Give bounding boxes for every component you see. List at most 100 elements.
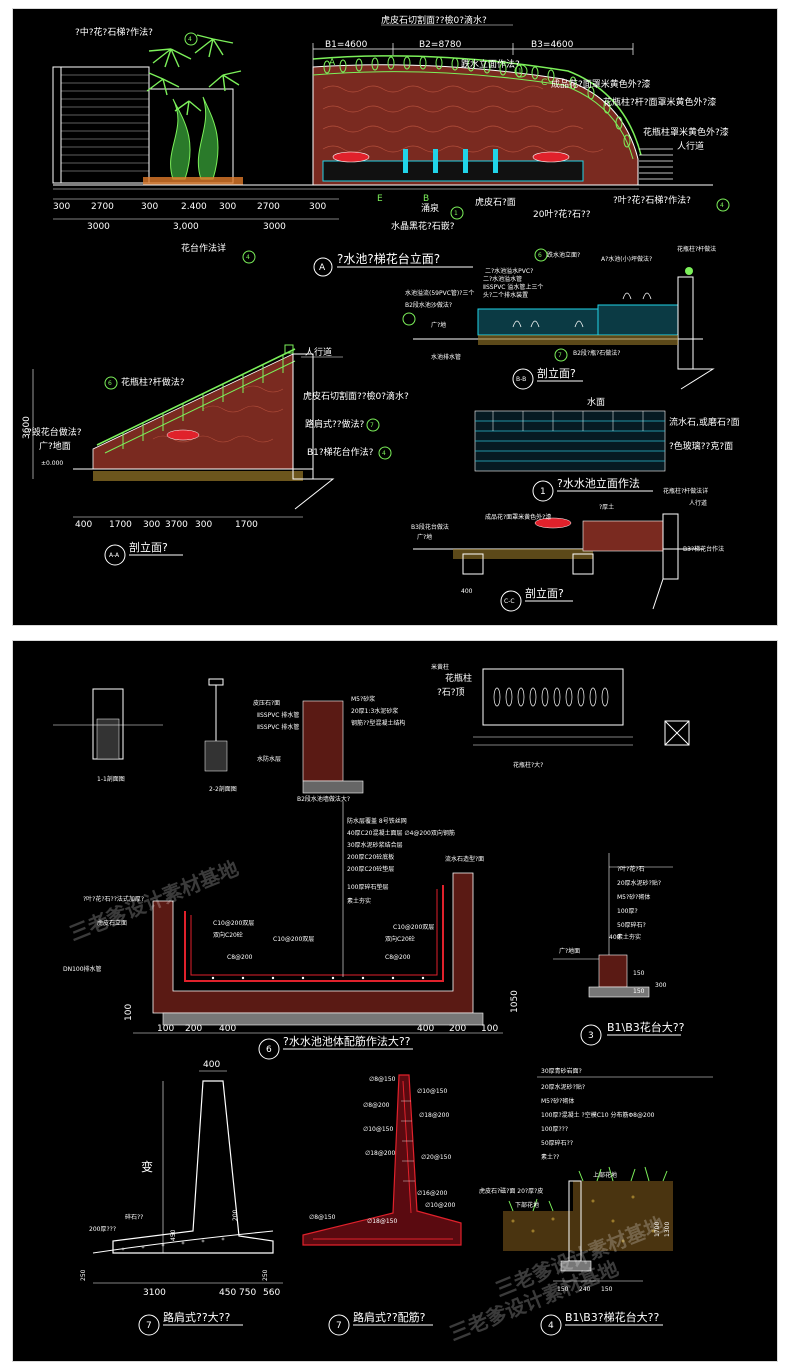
aa-curb-circle: 7 [370, 422, 374, 429]
pool-r1a: C10@200双层 [213, 920, 254, 927]
dim-b-4: 2.400 [181, 202, 207, 212]
bb-n5: 二?水池溢水PVC? [485, 267, 533, 275]
pool-title: ?水水池立面作法 [557, 476, 640, 490]
bb-c1: 6 [538, 252, 542, 259]
rebar-2: ∅10@150 [417, 1088, 447, 1095]
pool-r5a: C10@200双层 [393, 924, 434, 931]
bb-n8: 头?二个排水装置 [483, 291, 528, 299]
elevation-title: ?水池?梯花台立面? [337, 251, 440, 266]
pool-spec-4: 200厚C20砼底板 [347, 853, 394, 861]
dim-b-2: 2700 [91, 202, 114, 212]
note-stone-face: 虎皮石?面 [475, 196, 516, 208]
pool-r5b: 双向C20砼 [385, 935, 415, 943]
b3-layer-5: 100厚??? [541, 1126, 568, 1133]
dim-b-6: 2700 [257, 202, 280, 212]
pool-stream: 流水石造型?面 [445, 855, 484, 863]
circle-title-a: A [319, 263, 326, 273]
bb-title: 剖立面? [537, 366, 576, 380]
curb-label: 变 [141, 1159, 153, 1174]
pool-spec-3: 30厚水泥砂浆结合层 [347, 841, 403, 849]
aa-dim-2: 1700 [109, 520, 132, 530]
pool-spec-5: 200厚C20砼垫层 [347, 865, 394, 873]
b1-dim-4: 300 [655, 982, 667, 989]
planter-b3-detail: 30厚青砂岩面? 20厚水泥砂?贴? M5?砂?砌体 100厚?混凝土 ?空模C… [479, 1067, 713, 1336]
wall-note-7: 水防水层 [257, 755, 281, 763]
bb-n6: ⅡSSPVC 溢水管上三个 [483, 283, 543, 291]
rebar-11: ∅16@200 [417, 1190, 447, 1197]
pool-pipe: DN100排水管 [63, 965, 102, 973]
wall-note-6: 钢筋??型混凝土结构 [351, 719, 405, 727]
bb-n2: 跌水池立面? [547, 251, 580, 259]
planter-b1-detail: ?叶?花?石 20厚水泥砂?贴? M5?砂?砌体 100厚? 50厚碎石? 素土… [553, 853, 685, 1046]
note-pool: 跌水立面作法? [461, 58, 520, 70]
bb-n10: 广?地 [431, 321, 446, 329]
pool-r2: C10@200双层 [273, 936, 314, 943]
wall-note-4: ⅡSSPVC 排水管 [257, 723, 299, 731]
aa-sidewalk: 人行道 [305, 346, 332, 358]
cc-n4: 人行道 [689, 499, 707, 507]
aa-railing: 花瓶柱?杆做法? [121, 376, 185, 388]
rail-b: 花瓶柱 [445, 672, 472, 684]
curb-dim-1: 3100 [143, 1288, 166, 1298]
b1-layer-5: 50厚碎石? [617, 921, 646, 929]
pool-elevation: 水面 流水石,或磨石?面 ?色玻璃??克?面 1 ?水水池立面作法 [474, 396, 740, 502]
rail-title: 花瓶柱?大? [513, 761, 543, 769]
cc-label: C-C [504, 598, 515, 605]
pool-left-note: ?叶?花?石??法式加厚? [83, 895, 144, 903]
label-b: B [423, 194, 429, 204]
note-granite: 水晶黑花?石嵌? [391, 220, 455, 232]
bb-n7: 水池溢流(59PVC管)?三个 [405, 289, 474, 297]
pool-r4: C8@200 [385, 954, 411, 961]
pool-r1b: 双向C20砼 [213, 931, 243, 939]
aa-label: A-A [109, 552, 120, 559]
curb-circle: 7 [146, 1321, 152, 1331]
bb-n4: 花瓶柱?杆做法 [677, 245, 716, 253]
dim-b-3: 300 [141, 202, 158, 212]
curb-layer: 200厚??? [89, 1226, 116, 1233]
pool-dl2: 200 [185, 1024, 202, 1034]
note-top-left: ?中?花?石梯?作法? [75, 26, 153, 38]
cc-n7: B3?梯花台作法 [683, 545, 724, 553]
aa-curb: 路肩式??做法? [305, 418, 365, 430]
pool-n2: ?色玻璃??克?面 [669, 440, 733, 452]
detail-1: 1-1剖面图 [97, 775, 125, 783]
pool-dim-bl: 100 [124, 1004, 134, 1021]
sheet-2-canvas: 1-1剖面图 2-2剖面图 皮压石?面 M5?砂浆 ⅡSSPVC 排水管 ⅡSS… [53, 663, 713, 1346]
pool-body-detail: 防水层覆盖 8号铁丝网 40厚C20混凝土面层 ∅4@200双向钢筋 30厚水泥… [63, 801, 520, 1060]
aa-dim-3: 300 [143, 520, 160, 530]
b1-circle: 3 [588, 1031, 594, 1041]
pool-dl1: 100 [157, 1024, 174, 1034]
rail-a: 米黄柱 [431, 663, 449, 671]
rebar-8: ∅18@150 [367, 1218, 397, 1225]
pool-spec-6: 100厚碎石垫层 [347, 883, 388, 891]
aa-dim-6: 1700 [235, 520, 258, 530]
curb-width-top: 400 [203, 1060, 220, 1070]
b1-layer-1: ?叶?花?石 [617, 865, 645, 873]
pool-dr2: 200 [449, 1024, 466, 1034]
label-c: C [541, 78, 547, 88]
bb-n9: B2段水池沙做法? [405, 301, 452, 309]
pool-dim-side: 1050 [510, 990, 520, 1013]
rebar-10: ∅10@200 [425, 1202, 455, 1209]
circle-planter: 4 [246, 254, 250, 261]
b3-title: B1\B3?梯花台大?? [565, 1310, 659, 1324]
b3-circle: 4 [548, 1321, 554, 1331]
pool-water: 水面 [587, 396, 605, 408]
aa-dim-4: 3700 [165, 520, 188, 530]
cc-n2: ?厚土 [599, 503, 614, 511]
note-paint-1: 成品花?面罩米黄色外?漆 [551, 78, 651, 90]
curb-h-3: 250 [262, 1269, 269, 1281]
wall-note-2: M5?砂浆 [351, 695, 375, 703]
pool-stone: 虎皮石立面 [97, 919, 127, 927]
rebar-9: ∅8@150 [309, 1214, 336, 1221]
circle-fountain: 1 [454, 210, 458, 217]
aa-title: 剖立面? [129, 540, 168, 554]
b3-stone: 虎皮石?磁?面 20?厚?皮 [479, 1187, 543, 1195]
label-e: E [377, 194, 383, 204]
pool-dr3: 100 [481, 1024, 498, 1034]
aa-ground: 广?地面 [39, 440, 71, 452]
b1-ground: 广?地面 [559, 947, 580, 955]
pool-spec-1: 防水层覆盖 8号铁丝网 [347, 817, 407, 825]
pool-r3: C8@200 [227, 954, 253, 961]
cc-title: 剖立面? [525, 586, 564, 600]
